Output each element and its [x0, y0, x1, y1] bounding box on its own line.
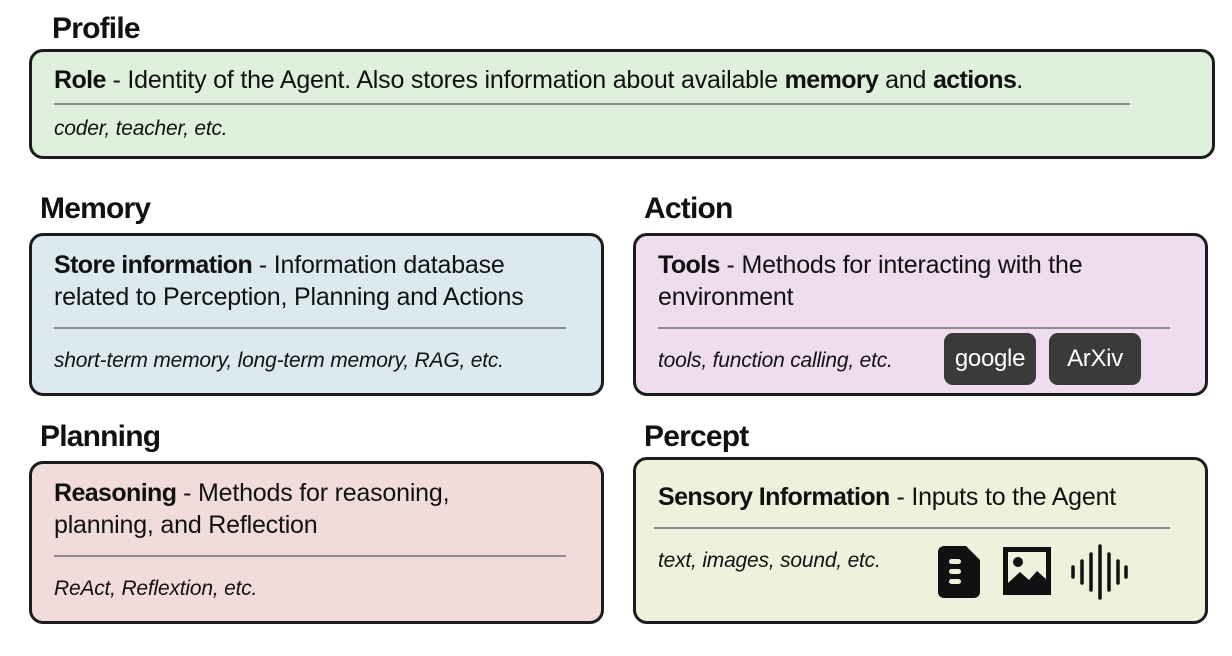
planning-separator: - — [176, 479, 199, 507]
percept-divider — [654, 527, 1170, 529]
percept-examples: text, images, sound, etc. — [658, 549, 881, 572]
profile-term: Role — [54, 66, 106, 94]
action-separator: - — [719, 251, 742, 279]
memory-term: Store information — [54, 251, 253, 279]
action-divider — [658, 327, 1170, 329]
planning-description: Reasoning - Methods for reasoning, plann… — [54, 477, 554, 541]
memory-title: Memory — [40, 192, 151, 225]
planning-card: Reasoning - Methods for reasoning, plann… — [29, 461, 604, 624]
profile-desc-part-2: and — [878, 66, 933, 94]
memory-separator: - — [252, 251, 274, 279]
action-examples: tools, function calling, etc. — [658, 349, 893, 372]
memory-description: Store information - Information database… — [54, 249, 584, 313]
profile-divider — [54, 103, 1130, 105]
action-description: Tools - Methods for interacting with the… — [658, 249, 1178, 313]
profile-separator: - — [105, 66, 128, 94]
arxiv-tool-badge: ArXiv — [1049, 333, 1141, 385]
sound-wave-icon — [1071, 544, 1128, 600]
profile-desc-part-3: . — [1016, 66, 1024, 94]
action-term: Tools — [658, 251, 720, 279]
percept-term: Sensory Information — [658, 483, 890, 511]
action-desc: Methods for interacting with the environ… — [658, 251, 1083, 311]
profile-card: Role - Identity of the Agent. Also store… — [29, 49, 1215, 159]
percept-description: Sensory Information - Inputs to the Agen… — [658, 481, 1116, 513]
percept-title: Percept — [644, 420, 749, 453]
memory-divider — [54, 327, 566, 329]
memory-examples: short-term memory, long-term memory, RAG… — [54, 349, 504, 372]
text-document-icon — [938, 546, 980, 598]
percept-separator: - — [889, 483, 912, 511]
google-tool-badge: google — [944, 333, 1036, 385]
planning-examples: ReAct, Reflextion, etc. — [54, 577, 258, 600]
profile-memory-keyword: memory — [784, 66, 879, 94]
planning-title: Planning — [40, 420, 161, 453]
percept-card: Sensory Information - Inputs to the Agen… — [633, 457, 1208, 624]
image-icon — [1003, 547, 1051, 595]
planning-desc: Methods for reasoning, planning, and Ref… — [54, 479, 450, 539]
planning-divider — [54, 555, 566, 557]
memory-desc: Information database related to Percepti… — [54, 251, 524, 311]
profile-examples: coder, teacher, etc. — [54, 117, 228, 140]
action-title: Action — [644, 192, 733, 225]
action-card: Tools - Methods for interacting with the… — [633, 233, 1208, 396]
percept-desc: Inputs to the Agent — [911, 483, 1117, 511]
memory-card: Store information - Information database… — [29, 233, 604, 396]
profile-description: Role - Identity of the Agent. Also store… — [54, 64, 1023, 96]
profile-desc-part-1: Identity of the Agent. Also stores infor… — [127, 66, 785, 94]
profile-title: Profile — [52, 12, 141, 45]
profile-actions-keyword: actions — [932, 66, 1017, 94]
planning-term: Reasoning — [54, 479, 177, 507]
